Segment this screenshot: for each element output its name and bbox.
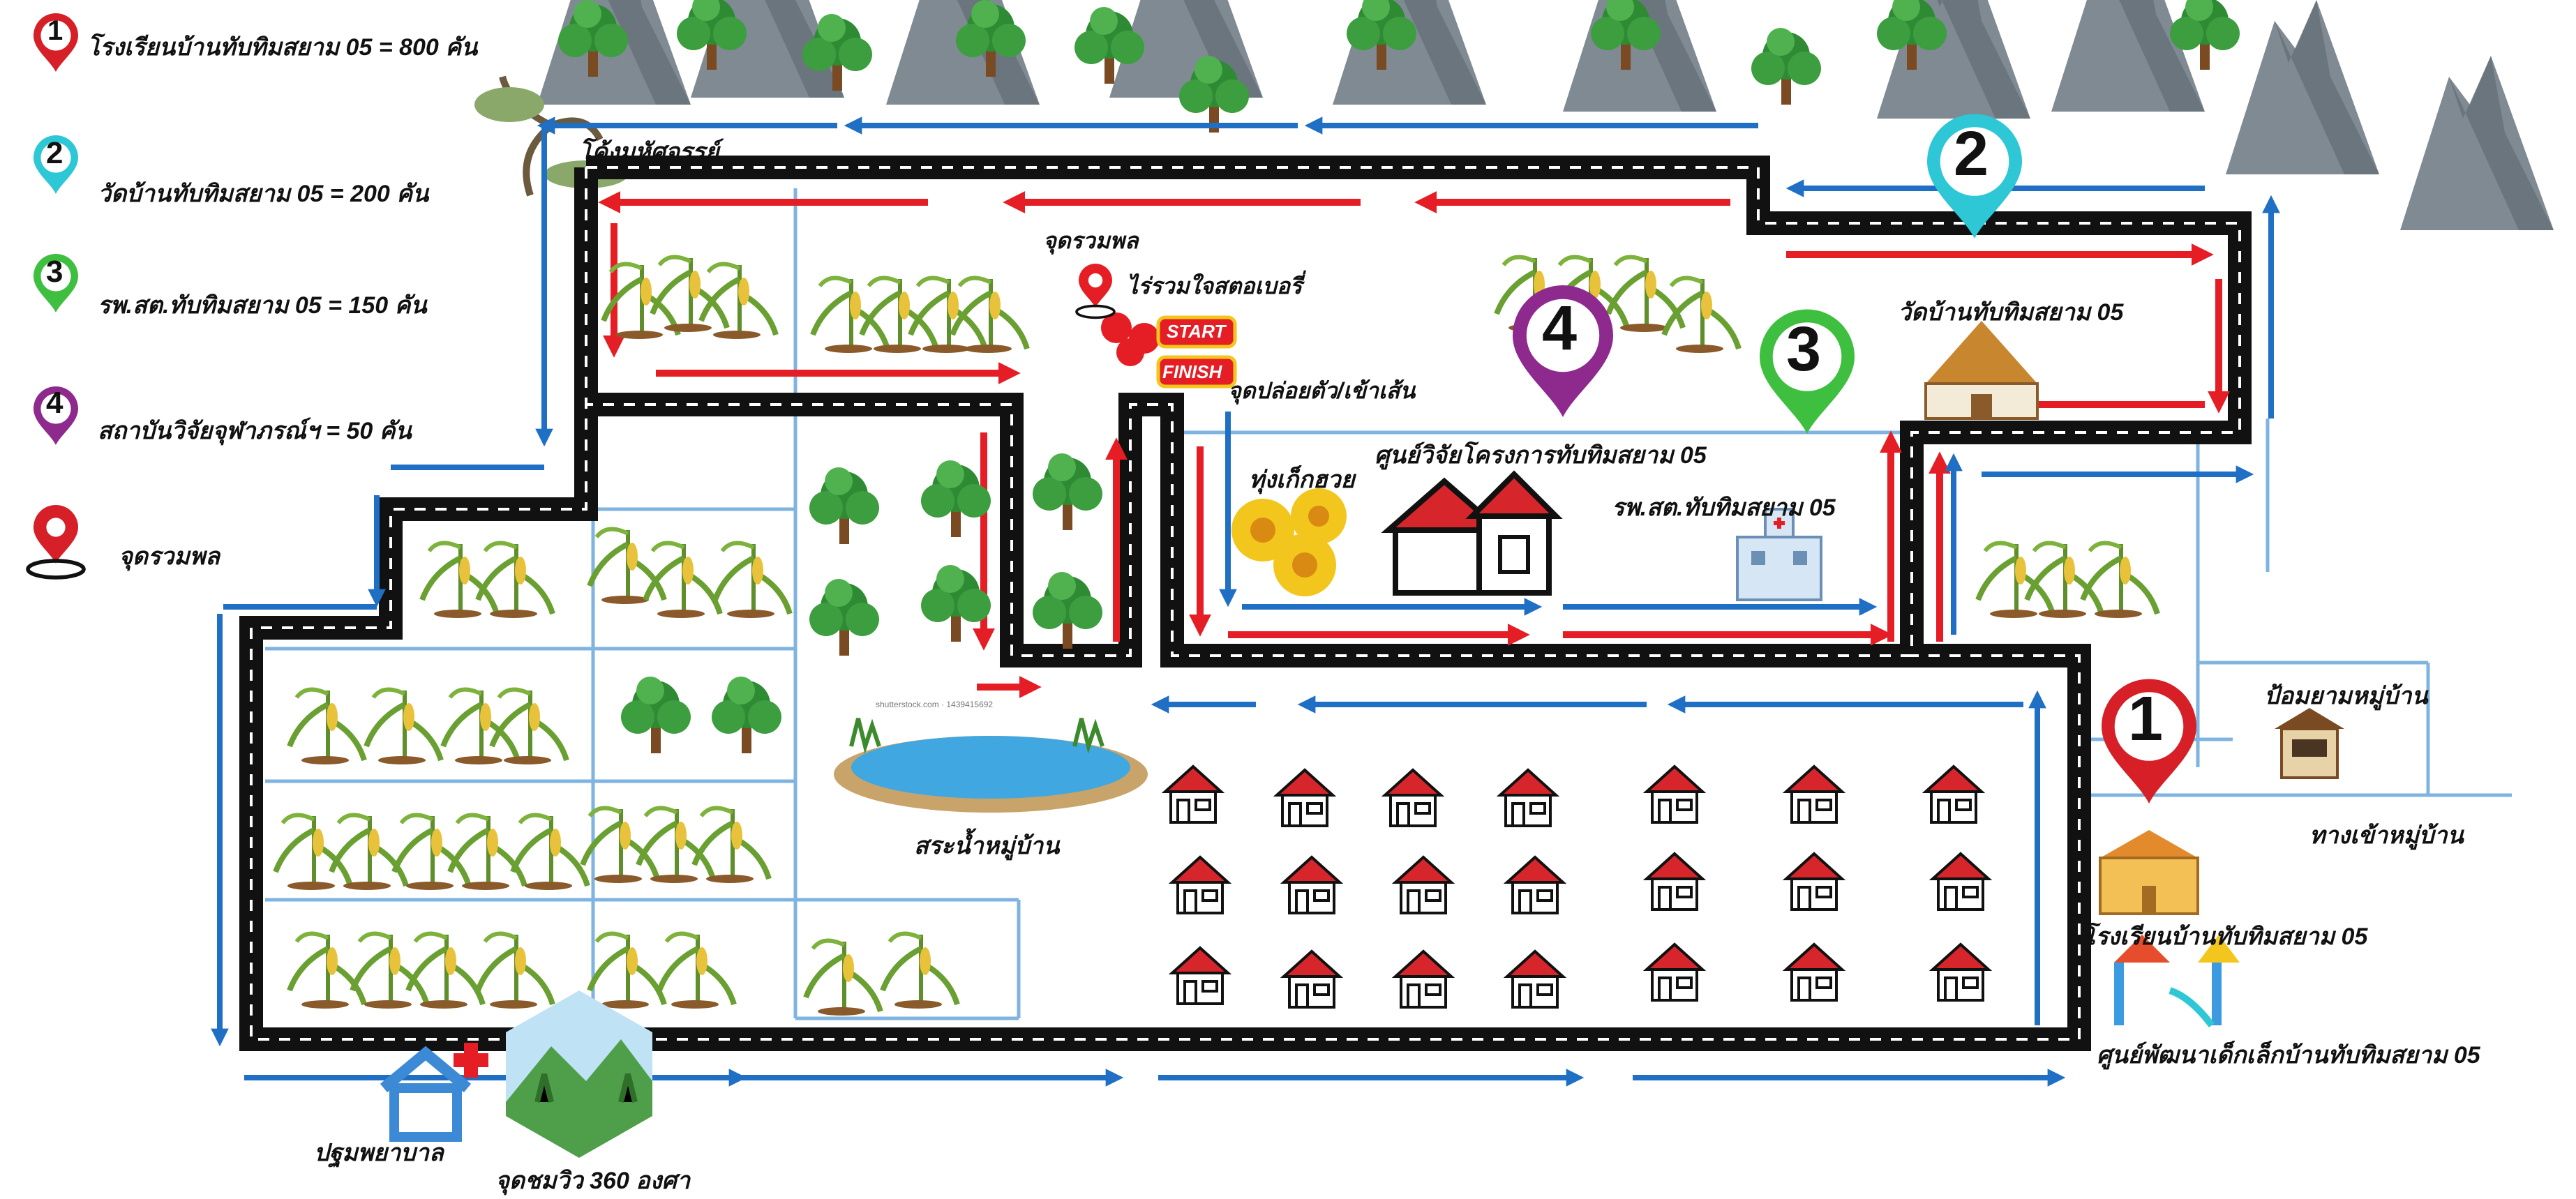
big-pin-3	[1760, 309, 1855, 434]
legend-pin-4	[33, 386, 78, 445]
label-shutterstock: shutterstock.com · 1439415692	[876, 700, 994, 709]
legend-number-1: 1	[47, 15, 63, 46]
big-pin-4	[1513, 285, 1613, 417]
strawberry-icon	[1101, 312, 1160, 366]
label-research-center: ศูนย์วิจัยโครงการทับทิมสยาม 05	[1375, 442, 1707, 469]
label-first-aid: ปฐมพยาบาล	[314, 1140, 444, 1166]
field-lines	[265, 188, 2512, 1020]
legend-item-assembly: จุดรวมพล	[119, 543, 220, 570]
big-pin-number-3: 3	[1786, 315, 1822, 384]
label-start: START	[1167, 321, 1226, 342]
big-pin-2	[1927, 114, 2022, 239]
label-curve: โค้งมหัศจรรย์	[579, 139, 719, 165]
big-pin-number-2: 2	[1954, 119, 1989, 189]
race-road	[239, 156, 2252, 1051]
hospital-building-icon	[1736, 508, 1822, 601]
first-aid-icon	[380, 1043, 488, 1142]
legend-number-2: 2	[46, 136, 63, 170]
label-finish: FINISH	[1162, 361, 1222, 382]
school-icon	[2099, 830, 2199, 915]
label-assembly-point: จุดรวมพล	[1043, 228, 1139, 253]
label-guard-post: ป้อมยามหมู่บ้าน	[2264, 683, 2428, 709]
village-pond	[834, 718, 1148, 813]
label-viewpoint: จุดชมวิว 360 องศา	[495, 1168, 690, 1194]
label-school: โรงเรียนบ้านทับทิมสยาม 05	[2083, 923, 2368, 950]
label-flower-field: ทุ่งเก็กฮวย	[1249, 467, 1355, 493]
legend-pin-1	[33, 13, 78, 72]
finish-badge	[1156, 355, 1237, 389]
big-pin-number-1: 1	[2128, 684, 2164, 754]
playground-icon	[2114, 935, 2240, 1028]
legend-pin-3	[33, 254, 78, 312]
legend-item-2: วัดบ้านทับทิมสยาม 05 = 200 คัน	[98, 181, 429, 207]
legend-item-4: สถาบันวิจัยจุฬาภรณ์ฯ = 50 คัน	[98, 418, 412, 444]
label-pond: สระน้ำหมู่บ้าน	[914, 833, 1060, 859]
label-village-entrance: ทางเข้าหมู่บ้าน	[2309, 822, 2464, 849]
label-temple: วัดบ้านทับทิมสยาม 05	[1898, 299, 2124, 326]
legend-pin-2	[33, 135, 78, 194]
blue-route-arrows	[211, 116, 2280, 1087]
big-pin-1	[2102, 679, 2196, 804]
legend-item-1: โรงเรียนบ้านทับทิมสยาม 05 = 800 คัน	[87, 34, 478, 61]
flower-icon	[1231, 488, 1347, 596]
viewpoint-icon	[506, 990, 652, 1158]
assembly-point-pin-icon	[1075, 264, 1116, 319]
label-hospital: รพ.สต.ทับทิมสยาม 05	[1612, 495, 1836, 521]
start-badge	[1156, 315, 1237, 349]
legend-number-4: 4	[46, 386, 63, 420]
temple-icon	[1924, 321, 2039, 420]
research-center-icon	[1381, 470, 1563, 596]
big-pin-number-4: 4	[1542, 294, 1578, 363]
guard-post-icon	[2275, 708, 2344, 779]
label-release-point: จุดปล่อยตัว/เข้าเส้น	[1228, 378, 1416, 403]
field-trees	[621, 453, 1102, 753]
legend-item-3: รพ.สต.ทับทิมสยาม 05 = 150 คัน	[98, 292, 427, 319]
village-houses	[1164, 765, 1990, 1009]
label-strawberry-farm: ไร่รวมใจสตอเบอรี่	[1127, 273, 1303, 299]
label-childcare: ศูนย์พัฒนาเด็กเล็กบ้านทับทิมสยาม 05	[2097, 1042, 2480, 1069]
legend-pin-assembly	[26, 505, 86, 580]
legend-number-3: 3	[46, 255, 63, 289]
